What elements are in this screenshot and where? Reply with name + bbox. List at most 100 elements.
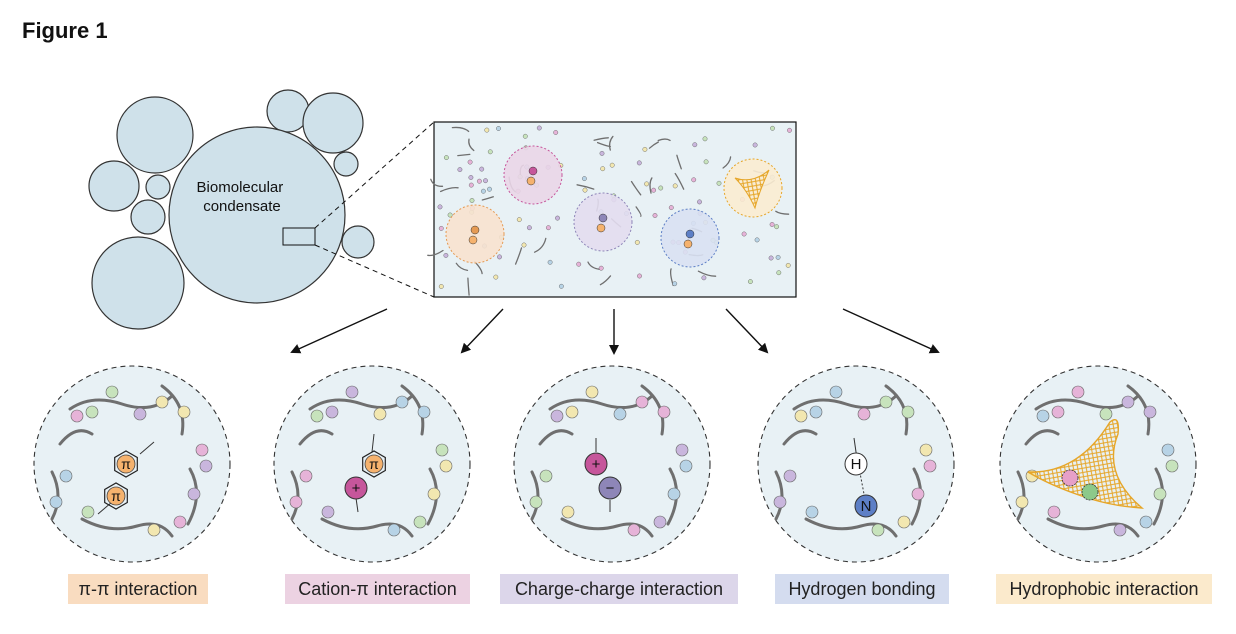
- bead: [805, 505, 819, 519]
- panel-pi-pi: ππ: [33, 365, 231, 563]
- droplet: [130, 199, 166, 235]
- polymer-chain: [160, 384, 185, 436]
- bead: [527, 225, 532, 231]
- bead: [479, 166, 485, 172]
- bead: [550, 409, 564, 423]
- pi-residue: [116, 454, 136, 474]
- bead: [289, 495, 303, 509]
- polymer-chain: [1016, 470, 1026, 521]
- bead: [697, 199, 702, 205]
- bead: [565, 405, 579, 419]
- bead: [59, 469, 73, 483]
- bead: [147, 523, 161, 537]
- bead: [752, 142, 758, 148]
- bead: [299, 469, 313, 483]
- bead: [598, 265, 604, 271]
- pi-symbol: π: [369, 456, 379, 472]
- bead: [675, 443, 689, 457]
- bead: [644, 181, 649, 187]
- bead: [923, 459, 937, 473]
- bead: [487, 149, 493, 155]
- bead: [547, 259, 553, 265]
- bead: [635, 395, 649, 409]
- bead: [794, 409, 808, 423]
- bond: [853, 437, 857, 453]
- bead: [493, 274, 499, 280]
- bead: [919, 443, 933, 457]
- nitrogen-atom: [854, 494, 878, 518]
- bead: [1099, 407, 1113, 421]
- bead: [775, 254, 781, 260]
- bead: [576, 261, 582, 267]
- polymer-chain: [676, 154, 682, 170]
- polymer-chain: [455, 262, 469, 272]
- panel-charge-charge: +−: [513, 365, 711, 563]
- bead: [435, 443, 449, 457]
- caption-charge-charge: Charge-charge interaction: [500, 574, 738, 604]
- condensate-label: Biomolecular condensate: [197, 179, 288, 215]
- droplet: [91, 236, 185, 330]
- polymer-chain: [775, 210, 790, 215]
- bond: [355, 497, 359, 513]
- bead: [536, 125, 542, 131]
- polymer-chain: [298, 429, 334, 446]
- bead: [497, 254, 502, 260]
- bead: [345, 385, 359, 399]
- aromatic-ring: [114, 450, 138, 478]
- bead: [658, 185, 664, 191]
- bead: [437, 204, 443, 210]
- droplet-cluster: [88, 89, 375, 330]
- bead: [395, 395, 409, 409]
- bead: [559, 283, 564, 289]
- mini-residue: [528, 166, 538, 176]
- mini-mesh: [734, 169, 770, 210]
- bead: [468, 175, 474, 180]
- positive-charge: [584, 452, 608, 476]
- bead: [387, 523, 401, 537]
- bead: [702, 136, 708, 142]
- aromatic-ring: [362, 450, 386, 478]
- cation-symbol: +: [352, 480, 361, 497]
- bead: [443, 252, 449, 258]
- polymer-chain: [1046, 517, 1140, 538]
- bead: [627, 523, 641, 537]
- bead: [155, 395, 169, 409]
- bead: [703, 159, 709, 165]
- bead: [516, 217, 522, 223]
- caption-pi-pi: π-π interaction: [68, 574, 208, 604]
- bead: [438, 284, 444, 289]
- polymer-chain: [80, 517, 174, 538]
- bead: [496, 126, 501, 131]
- mini-residue: [685, 229, 695, 239]
- polymer-chain: [774, 470, 784, 521]
- bead: [785, 262, 791, 268]
- hydrogen-atom-symbol: H: [851, 456, 862, 473]
- hydrogen-atom: [844, 452, 868, 476]
- negative-charge-symbol: −: [606, 480, 615, 497]
- polymer-chain: [608, 135, 614, 151]
- bead: [173, 515, 187, 529]
- bead: [1153, 487, 1167, 501]
- cation: [344, 476, 368, 500]
- bead: [546, 225, 551, 231]
- hydrophobic-mesh: [1027, 419, 1145, 509]
- bead: [447, 212, 453, 218]
- panel-cation-pi: π+: [273, 365, 471, 563]
- arrow: [725, 308, 769, 354]
- droplet: [145, 174, 171, 200]
- bead: [1047, 505, 1061, 519]
- bead: [1161, 443, 1175, 457]
- bead: [769, 222, 775, 227]
- bead: [1051, 405, 1065, 419]
- arrow: [842, 308, 940, 354]
- caption-cation-pi: Cation-π interaction: [285, 574, 470, 604]
- mini-residue: [470, 225, 480, 235]
- mini-residue: [598, 213, 608, 223]
- droplet: [333, 151, 359, 177]
- mini-residue: [596, 223, 606, 233]
- polymer-chain: [674, 172, 685, 190]
- bead: [133, 407, 147, 421]
- polymer-chain: [1024, 429, 1060, 446]
- hydrophobic-residue: [1081, 483, 1099, 501]
